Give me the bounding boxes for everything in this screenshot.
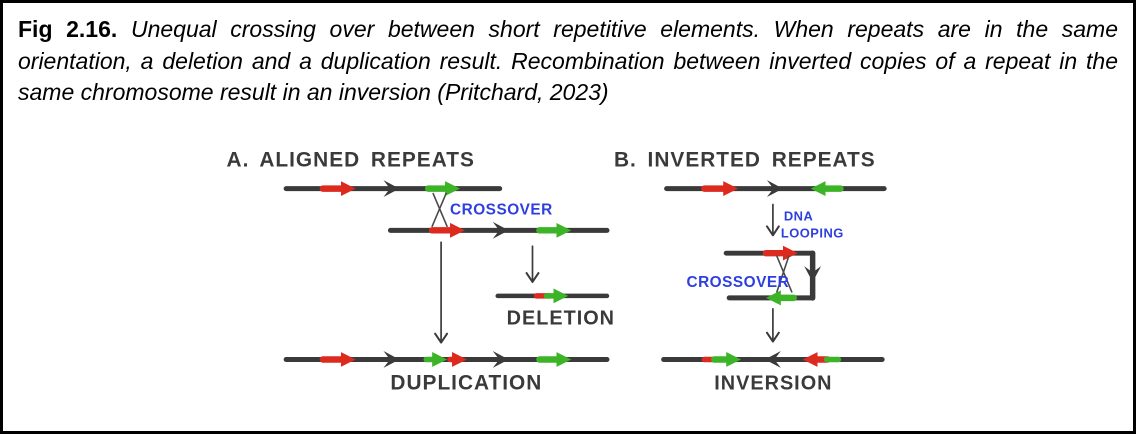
- figure-number: Fig 2.16.: [18, 16, 118, 42]
- crossover-x-lines: [431, 192, 448, 228]
- panel-b-title: B. INVERTED REPEATS: [614, 149, 876, 172]
- figure-caption: Fig 2.16. Unequal crossing over between …: [3, 3, 1133, 109]
- panel-a-crossover-label: CROSSOVER: [450, 201, 553, 218]
- crossover-x-lines: [776, 255, 793, 293]
- panel-b-crossover-label: CROSSOVER: [686, 274, 789, 291]
- panel-a-chromosome-top: [283, 180, 503, 198]
- duplication-product: [283, 351, 610, 368]
- panel-b-chromosome: [664, 180, 887, 198]
- panel-a-title: A. ALIGNED REPEATS: [227, 149, 475, 172]
- dna-loop-structure: [723, 245, 822, 306]
- panel-b: B. INVERTED REPEATS DNA LOOPING: [614, 149, 887, 394]
- duplication-label: DUPLICATION: [390, 371, 542, 394]
- deletion-label: DELETION: [507, 308, 615, 330]
- dna-looping-label-line1: DNA: [784, 208, 813, 223]
- panel-a: A. ALIGNED REPEATS CROSSOVER: [227, 149, 615, 395]
- inversion-product: [661, 351, 885, 368]
- crossing-over-diagram: A. ALIGNED REPEATS CROSSOVER: [227, 149, 887, 395]
- caption-text: Unequal crossing over between short repe…: [18, 16, 1118, 105]
- panel-a-chromosome-bottom: [387, 221, 610, 239]
- dna-looping-label-line2: LOOPING: [781, 225, 844, 240]
- inversion-label: INVERSION: [714, 372, 832, 394]
